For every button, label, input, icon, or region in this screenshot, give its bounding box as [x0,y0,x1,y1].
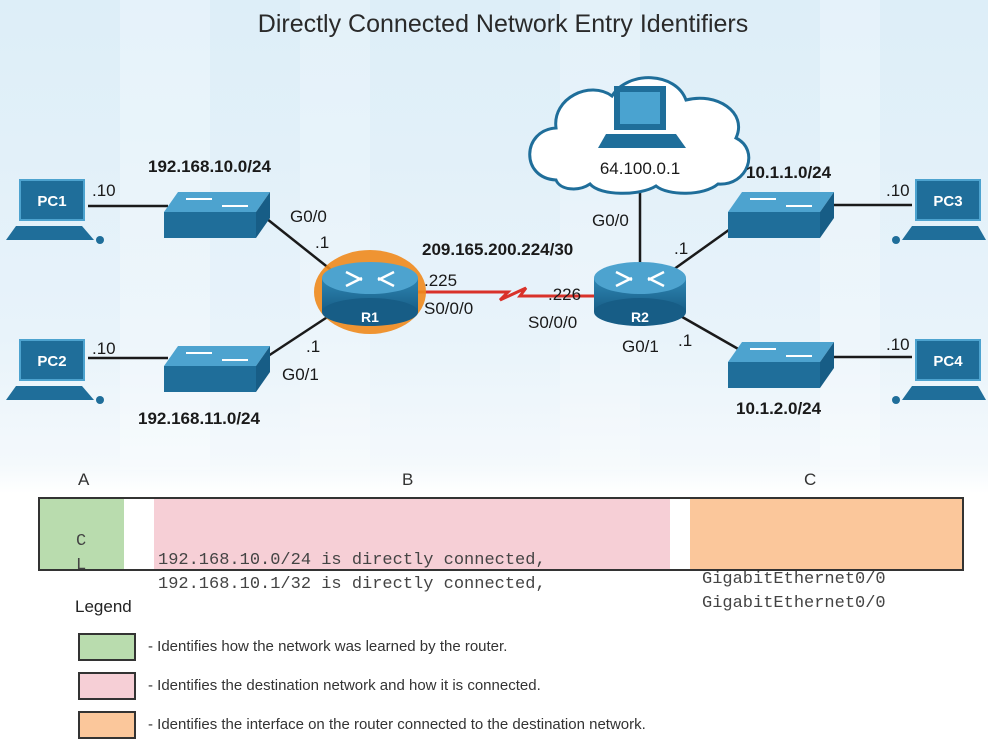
switch-sw4-icon [728,342,834,388]
legend-swatch-orange [78,711,136,739]
legend-item-interface: - Identifies the interface on the router… [78,711,958,741]
network-topology-diagram: Directly Connected Network Entry Identif… [6,10,986,428]
pc2-host-addr: .10 [92,339,116,358]
pc3-icon [892,179,986,244]
legend-text: - Identifies the destination network and… [148,677,541,694]
legend-swatch-green [78,633,136,661]
lan1-network-label: 192.168.10.0/24 [148,157,271,176]
legend-text: - Identifies the interface on the router… [148,716,646,733]
pc2-icon [6,339,104,404]
segment-a-route-source [40,499,124,569]
router-r2-label: R2 [631,309,649,325]
column-letter-b: B [402,470,414,489]
serial-link-r1-r2 [410,286,600,302]
table-row: C 192.168.10.0/24 is directly connected,… [40,513,962,589]
lan4-network-label: 10.1.2.0/24 [736,399,822,418]
column-letter-a: A [78,470,90,489]
pc1-label: PC1 [37,193,66,210]
pc3-host-addr: .10 [886,181,910,200]
route-code: L [76,556,87,575]
pc1-host-addr: .10 [92,181,116,200]
r2-g00-addr: .1 [674,239,688,258]
r2-s000-addr: .226 [548,285,581,304]
route-network: 192.168.10.0/24 is directly connected, [158,551,546,570]
pc3-label: PC3 [933,193,962,210]
r1-g01-addr: .1 [306,337,320,356]
r1-g00-addr: .1 [315,233,329,252]
legend-item-source: - Identifies how the network was learned… [78,633,958,663]
segment-b-destination [154,499,670,569]
pc4-host-addr: .10 [886,335,910,354]
cloud-host-label: 64.100.0.1 [600,159,680,178]
table-row: L 192.168.10.1/32 is directly connected,… [40,537,962,613]
segment-c-interface [690,499,962,569]
legend-title: Legend [75,597,132,616]
r1-g00-interface: G0/0 [290,207,327,226]
r1-s000-addr: .225 [424,271,457,290]
legend-swatch-pink [78,672,136,700]
switch-sw3-icon [728,192,834,238]
column-letter-c: C [804,470,817,489]
r2-g00-interface: G0/0 [592,211,629,230]
r1-s000-interface: S0/0/0 [424,299,473,318]
lan2-network-label: 192.168.11.0/24 [138,409,261,428]
r2-g01-interface: G0/1 [622,337,659,356]
router-r1-label: R1 [361,309,379,325]
switch-sw1-icon [164,192,270,238]
router-r2-icon [594,262,686,326]
wan-network-label: 209.165.200.224/30 [422,240,573,259]
routing-table-entry: C 192.168.10.0/24 is directly connected,… [38,497,964,613]
switch-sw2-icon [164,346,270,392]
pc1-icon [6,179,104,244]
link-sw1-r1 [261,214,336,274]
lan3-network-label: 10.1.1.0/24 [746,163,832,182]
cloud-server-icon [598,86,686,148]
r2-g01-addr: .1 [678,331,692,350]
pc2-label: PC2 [37,353,66,370]
route-network: 192.168.10.1/32 is directly connected, [158,575,546,594]
pc4-icon [892,339,986,404]
diagram-title: Directly Connected Network Entry Identif… [258,10,748,38]
route-interface: GigabitEthernet0/0 [702,570,886,589]
router-r1-icon [314,250,426,334]
pc4-label: PC4 [933,353,963,370]
route-code: C [76,532,87,551]
r2-s000-interface: S0/0/0 [528,313,577,332]
r1-g01-interface: G0/1 [282,365,319,384]
legend-text: - Identifies how the network was learned… [148,638,508,655]
link-sw2-r1 [261,310,336,362]
legend-item-destination: - Identifies the destination network and… [78,672,958,702]
route-interface: GigabitEthernet0/0 [702,594,886,613]
